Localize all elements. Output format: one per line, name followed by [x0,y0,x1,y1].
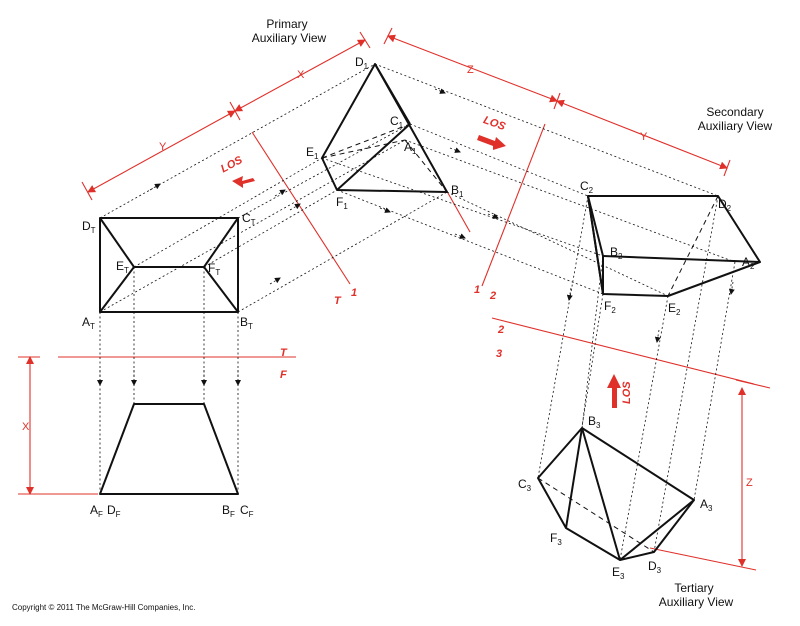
secondary-title-1: Secondary [706,105,763,119]
dim-y-top [87,110,236,193]
primary-aux-view [321,63,448,193]
point-label: D2 [718,197,732,213]
fold-label-2b: 2 [497,324,504,336]
front-view [99,403,239,495]
point-label: A1 [404,140,417,156]
fold-label-t: T [280,347,288,359]
copyright-text: Copyright © 2011 The McGraw-Hill Compani… [12,603,195,612]
primary-title-2: Auxiliary View [252,31,327,45]
dim-y-top-label: Y [159,141,167,153]
fold-label-2a: 2 [489,290,496,302]
tertiary-title-1: Tertiary [674,581,713,595]
dim-y-right [556,99,728,170]
dim-x-left-label: X [22,421,30,433]
point-label: DT [82,219,96,235]
point-label: CT [242,211,256,227]
fold-label-1b: 1 [474,284,480,296]
point-label: FT [208,261,220,277]
point-label: AF [90,503,103,519]
los-arrow-right [607,374,621,408]
point-label: DF [107,503,121,519]
point-label: D3 [648,559,662,575]
dim-x-top [234,39,366,112]
projection-lines [97,63,736,561]
point-label: B2 [610,245,623,261]
los-arrow-icon [232,135,621,408]
point-label: E3 [612,565,625,581]
fold-label-t2: T [334,295,342,307]
point-label: A3 [700,497,713,513]
tertiary-aux-view [537,427,695,561]
dim-z-right-label: Z [746,477,753,489]
fold-line-2-3 [491,317,755,385]
los-label-top: LOS [219,154,245,176]
tertiary-title-2: Auxiliary View [659,595,734,609]
fold-label-f: F [280,369,287,381]
dimensions [18,27,771,571]
point-labels: DT CT ET FT AT BT AF DF BF CF D1 C1 A1 E… [82,55,755,581]
dim-y-right-label: Y [640,131,648,143]
point-label: A2 [742,255,755,271]
point-label: C1 [390,114,404,130]
point-label: E2 [668,301,681,317]
point-label: F1 [336,195,348,211]
point-label: AT [82,315,95,331]
los-arrow-top [232,176,255,188]
top-view [99,217,239,313]
point-label: B3 [588,414,601,430]
point-label: C2 [580,179,594,195]
primary-title-1: Primary [266,17,307,31]
point-label: BT [240,315,253,331]
dim-x-top-label: X [297,69,305,81]
point-label: F2 [604,299,616,315]
point-label: BF [222,503,235,519]
secondary-title-2: Auxiliary View [698,119,773,133]
dim-z-top [387,34,558,103]
los-arrow-mid [477,135,506,150]
point-label: CF [240,503,254,519]
point-label: ET [116,259,129,275]
point-label: E1 [306,145,319,161]
secondary-aux-view [587,195,761,297]
fold-label-1a: 1 [351,287,357,299]
point-label: B1 [451,183,464,199]
fold-line-1-2 [481,123,546,287]
point-label: D1 [355,55,369,71]
fold-line-t-1 [251,131,351,285]
point-label: F3 [550,531,562,547]
los-label-mid: LOS [482,114,508,133]
fold-label-3: 3 [496,348,502,360]
fold-lines [58,63,755,385]
dim-z-top-label: Z [467,64,474,76]
los-label-right: LOS [621,381,633,404]
point-label: C3 [518,477,532,493]
